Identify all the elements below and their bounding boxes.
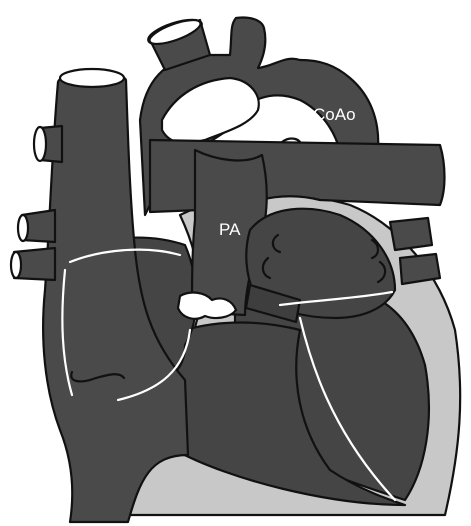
label-coao: CoAo xyxy=(313,105,356,124)
right-pulmonary-vein-lower xyxy=(400,254,440,284)
svc-lumen xyxy=(60,69,124,87)
label-da: DA xyxy=(260,115,284,134)
right-pulmonary-vein-upper xyxy=(390,218,432,250)
pulmonary-vein-mid-lumen xyxy=(18,215,28,241)
pulmonary-vein-upper-lumen xyxy=(34,127,46,161)
label-pa: PA xyxy=(219,220,241,239)
pulmonary-vein-lower-lumen xyxy=(11,252,21,278)
